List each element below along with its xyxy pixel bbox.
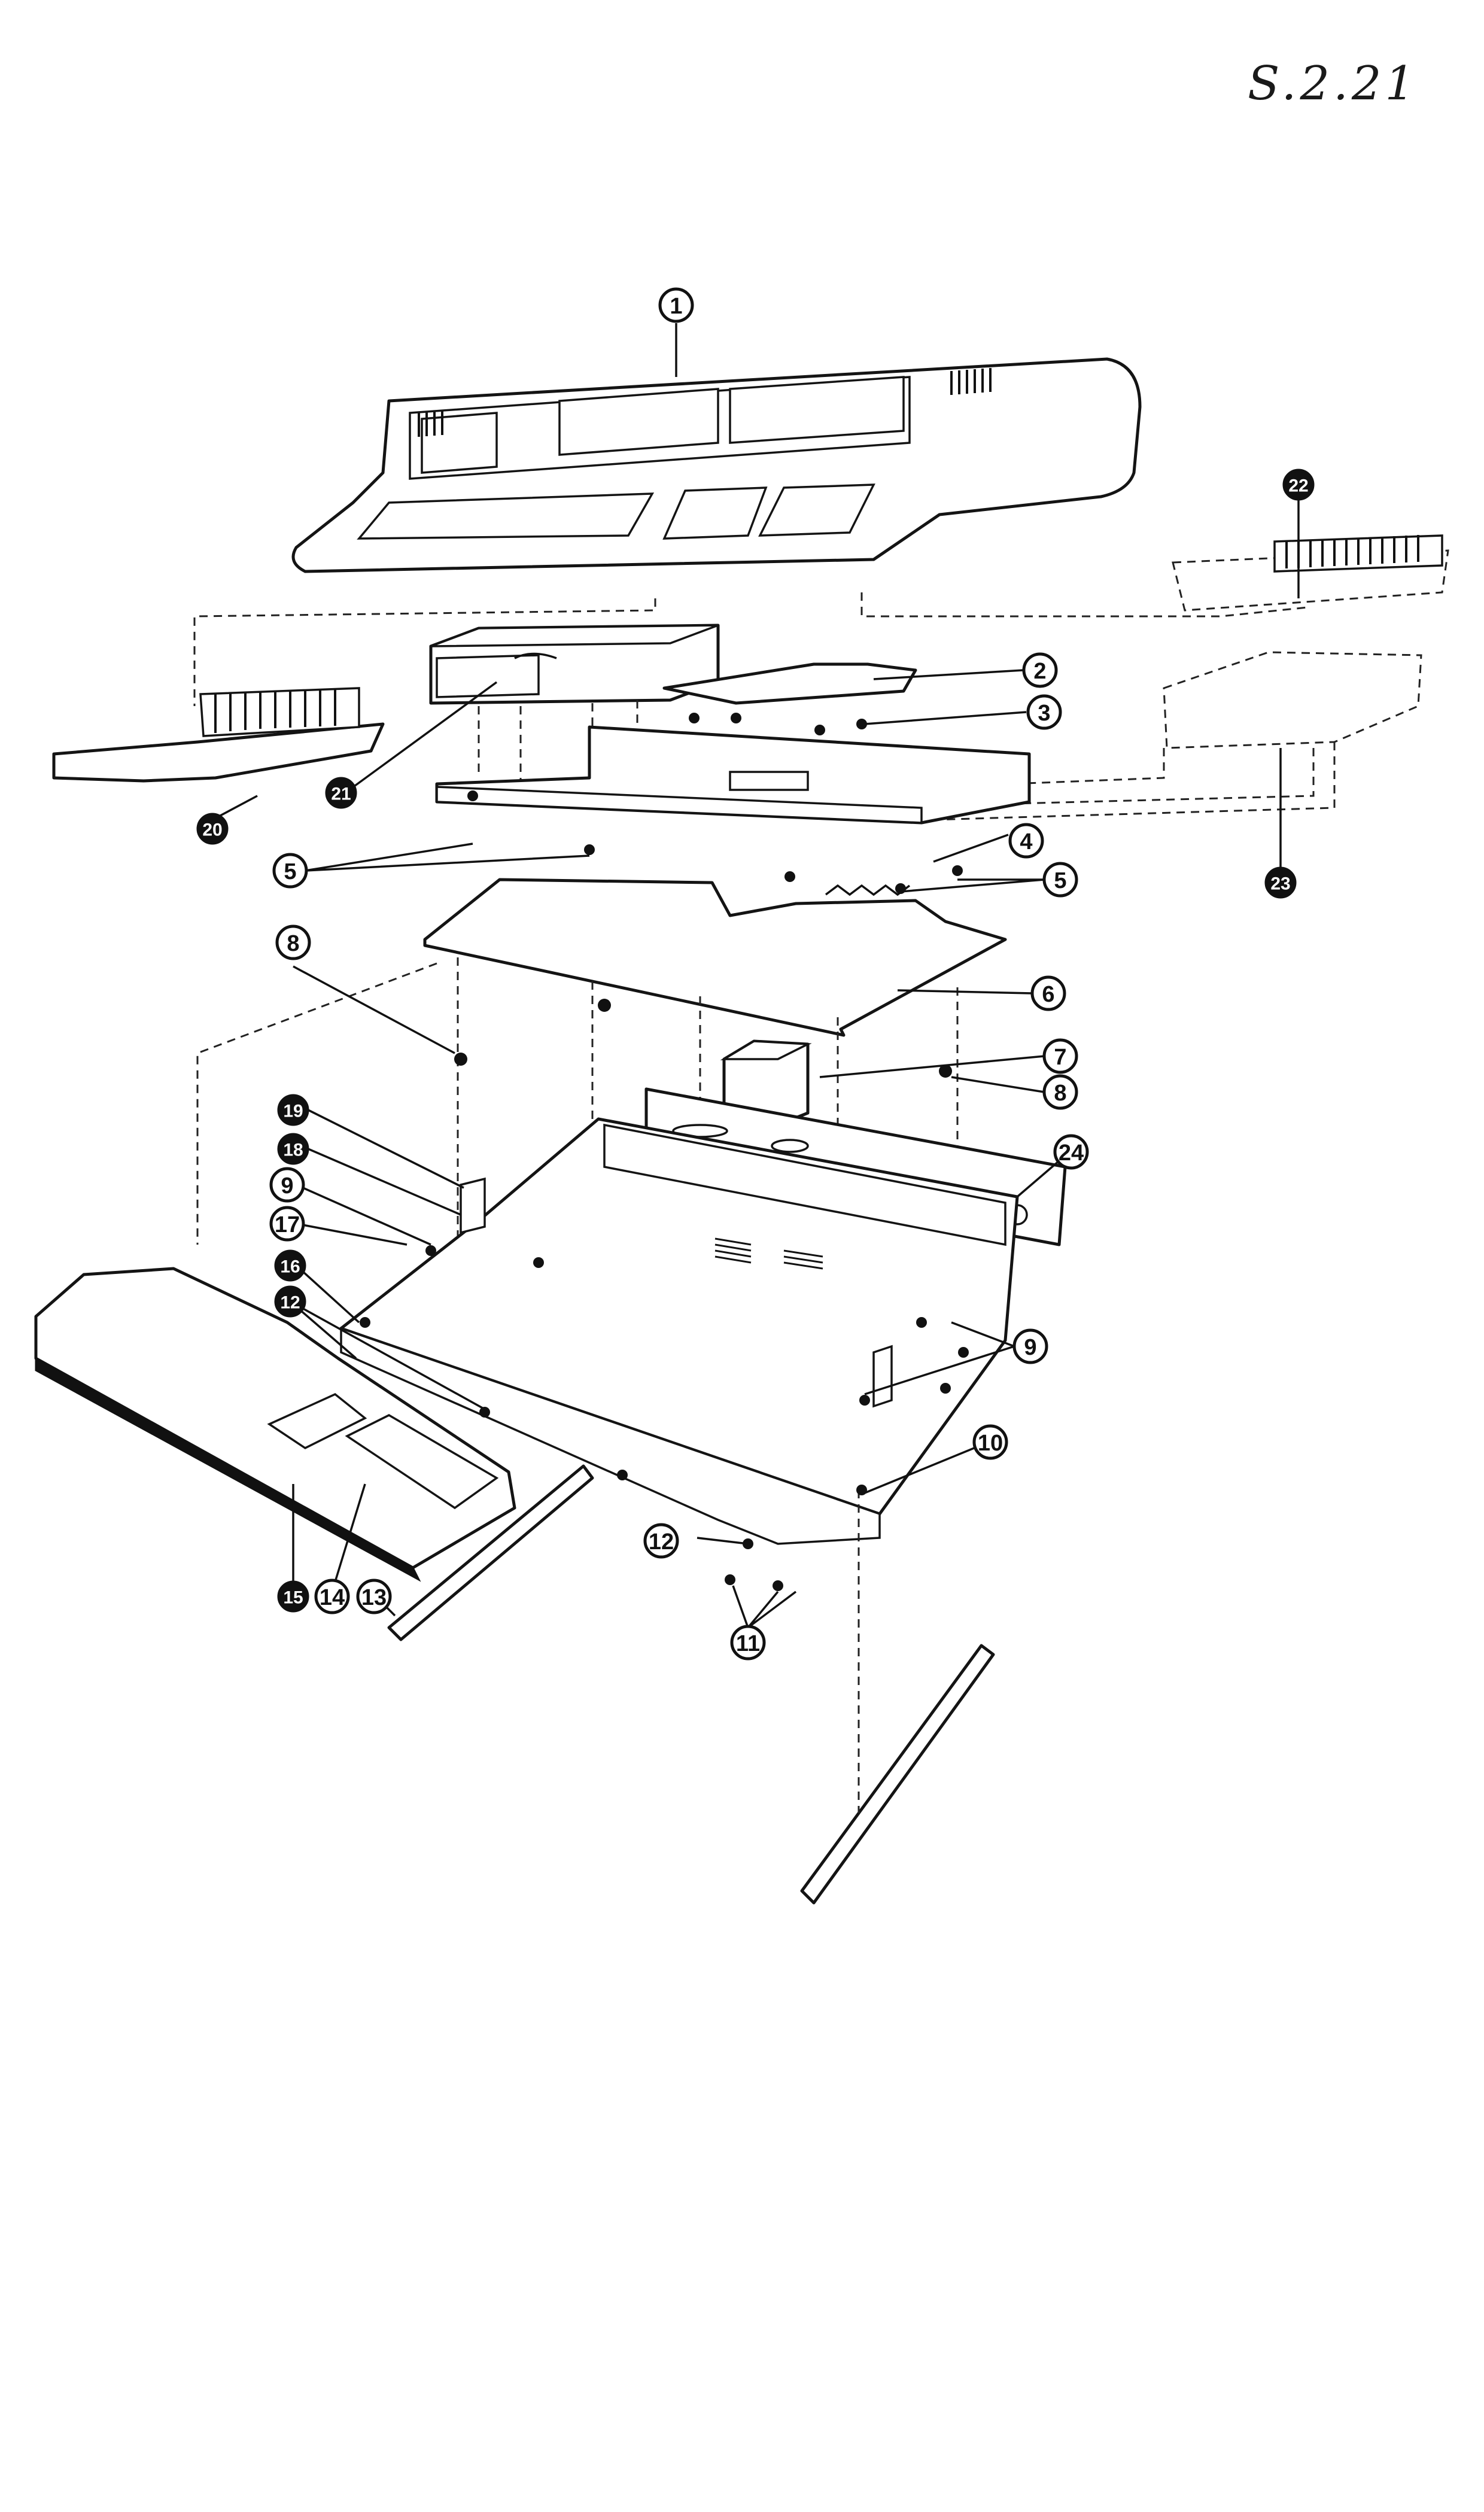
- top-cover: [291, 357, 1142, 573]
- callout-8-right: 8: [1042, 1074, 1078, 1110]
- main-pcb: [423, 878, 1007, 1037]
- callout-label: 15: [283, 1588, 303, 1608]
- callout-1: 1: [658, 287, 694, 323]
- callout-label: 21: [331, 784, 351, 804]
- callout-label: 1: [670, 294, 682, 319]
- optional-drive-outline: [933, 651, 1422, 821]
- callout-label: 23: [1270, 874, 1290, 894]
- callout-2: 2: [1022, 652, 1058, 688]
- callout-label: 5: [284, 859, 296, 884]
- page-reference: S.2.21: [1248, 57, 1419, 111]
- callout-label: 19: [283, 1102, 303, 1121]
- callout-8-left: 8: [275, 924, 311, 960]
- callout-10: 10: [972, 1424, 1008, 1460]
- callout-label: 7: [1054, 1045, 1066, 1070]
- callout-label: 8: [287, 931, 299, 956]
- callout-label: 12: [280, 1293, 300, 1313]
- callout-label: 5: [1054, 868, 1066, 893]
- left-rail: [387, 1464, 594, 1641]
- callout-label: 10: [978, 1431, 1003, 1456]
- right-heatsink: [1172, 534, 1449, 612]
- callout-13: 13: [356, 1579, 392, 1614]
- callout-label: 9: [281, 1173, 293, 1199]
- callout-22: 22: [1282, 469, 1315, 501]
- callout-20: 20: [196, 813, 229, 845]
- right-rail: [800, 1644, 995, 1905]
- disk-drive: [429, 624, 720, 705]
- callout-12-bottom: 12: [643, 1523, 679, 1559]
- callout-5-right: 5: [1042, 862, 1078, 898]
- callout-label: 13: [361, 1585, 387, 1610]
- callout-label: 22: [1288, 476, 1308, 496]
- callout-7: 7: [1042, 1038, 1078, 1074]
- keyboard-assembly: [34, 1267, 516, 1582]
- callout-label: 8: [1054, 1081, 1066, 1106]
- callout-11: 11: [730, 1625, 766, 1661]
- callout-3: 3: [1026, 694, 1062, 730]
- small-pcb: [662, 662, 917, 705]
- callout-9-left: 9: [269, 1167, 305, 1203]
- drive-chassis-plate: [435, 725, 1031, 825]
- callout-label: 18: [283, 1141, 303, 1160]
- callout-label: 6: [1042, 982, 1054, 1007]
- callout-16: 16: [274, 1249, 306, 1282]
- callout-17: 17: [269, 1206, 305, 1242]
- callout-14: 14: [314, 1579, 350, 1614]
- callout-label: 9: [1024, 1335, 1036, 1360]
- callout-label: 2: [1033, 659, 1046, 684]
- callout-21: 21: [325, 777, 357, 809]
- callout-label: 24: [1059, 1141, 1084, 1166]
- left-heatsink-tray: [52, 687, 385, 783]
- callout-label: 16: [280, 1257, 300, 1277]
- callout-23: 23: [1264, 866, 1297, 899]
- callout-label: 3: [1038, 701, 1050, 726]
- callout-18: 18: [277, 1133, 309, 1165]
- callout-label: 12: [649, 1529, 674, 1555]
- callout-5-left: 5: [272, 853, 308, 889]
- callout-label: 11: [736, 1631, 760, 1656]
- callout-label: 17: [275, 1212, 300, 1237]
- callout-24: 24: [1053, 1134, 1089, 1170]
- callout-label: 20: [202, 820, 222, 840]
- fasteners: [360, 713, 969, 1591]
- callout-12-left: 12: [274, 1285, 306, 1318]
- callout-9-right: 9: [1012, 1328, 1048, 1364]
- callout-label: 4: [1020, 829, 1032, 854]
- callout-label: 14: [320, 1585, 345, 1610]
- callout-15: 15: [277, 1580, 309, 1613]
- callout-19: 19: [277, 1094, 309, 1126]
- base-chassis: [339, 1117, 1019, 1545]
- callout-6: 6: [1030, 975, 1066, 1011]
- callout-4: 4: [1008, 823, 1044, 859]
